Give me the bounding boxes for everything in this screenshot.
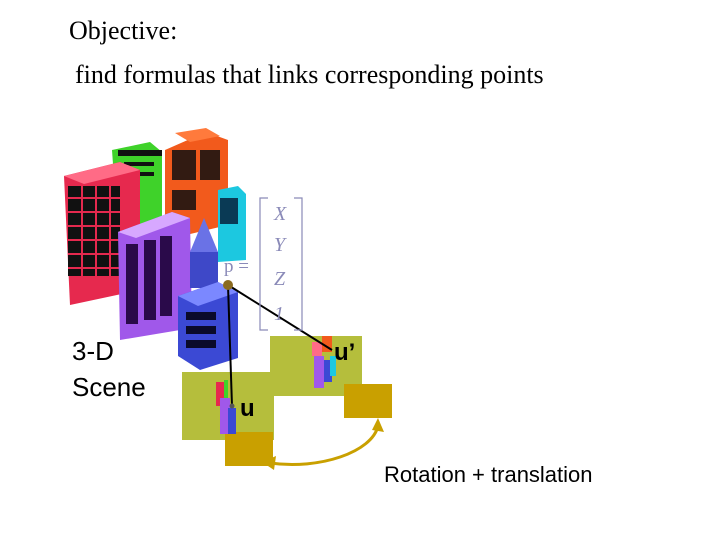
world-point-p [223,280,233,290]
right-camera-box [344,384,392,418]
image-point-u-label: u [240,395,255,422]
scene-label-line2: Scene [72,372,146,402]
left-projection-ray [227,284,233,407]
right-projection-ray [227,284,333,351]
city-buildings-illustration [64,128,246,370]
right-image-thumbnail [312,336,336,388]
vector-y: Y [274,234,287,256]
arrow-head-right [372,418,384,432]
vector-x: X [273,203,287,225]
left-camera-box [225,432,273,466]
scene-label: 3-D Scene [72,333,146,405]
objective-text: find formulas that links corresponding p… [75,60,544,89]
image-point-u-prime-label: u’ [334,339,355,366]
objective-heading: Objective: [69,16,178,45]
left-image-thumbnail [216,380,236,434]
rotation-translation-caption: Rotation + translation [384,462,593,487]
arrow-head-left [262,456,276,470]
vector-z: Z [274,268,286,290]
point-p-label: p = [224,256,249,277]
scene-label-line1: 3-D [72,336,114,366]
rotation-translation-arrow [269,425,380,466]
image-point-u-marker [229,403,235,409]
coordinate-vector [259,197,303,331]
vector-one: 1 [274,303,284,325]
